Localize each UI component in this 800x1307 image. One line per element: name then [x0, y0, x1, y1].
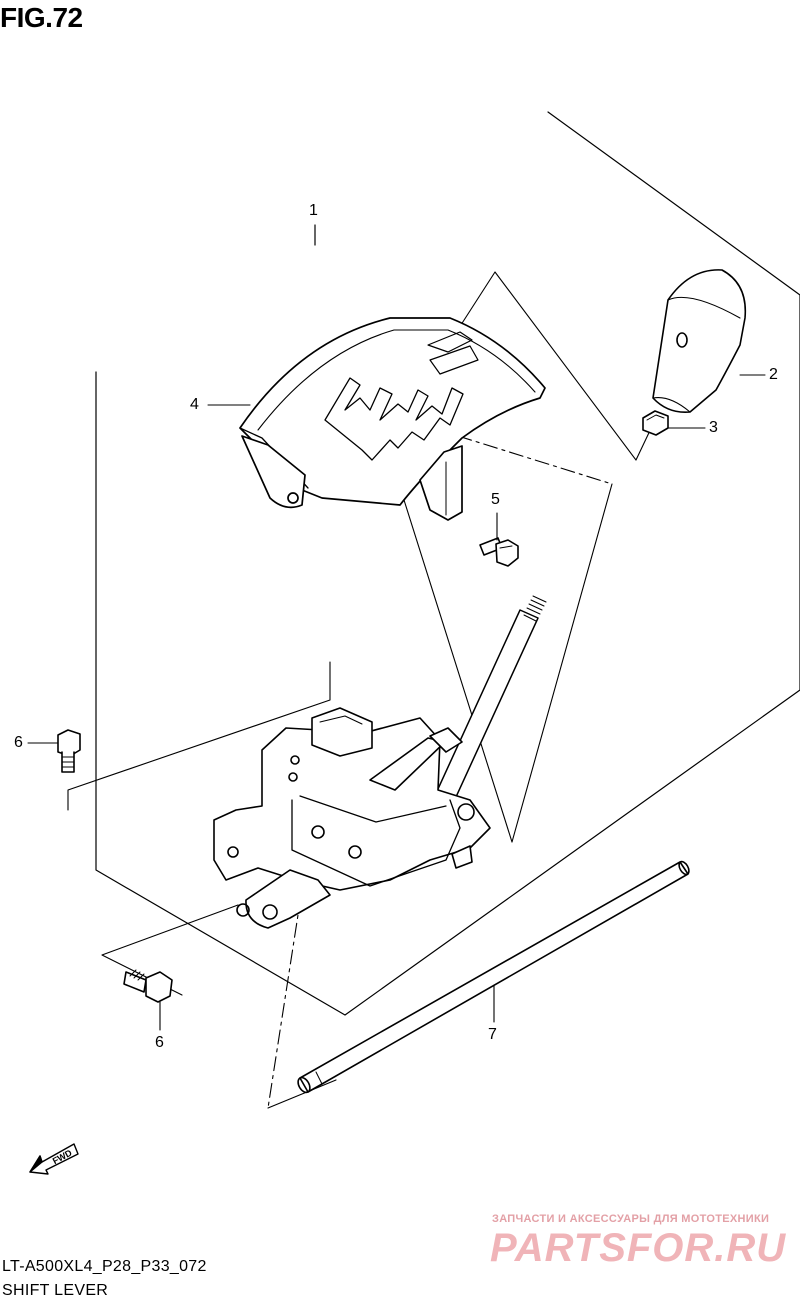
knob-part [652, 269, 747, 414]
leader-knob-to-cover [447, 271, 656, 461]
callout-3: 3 [709, 419, 718, 436]
assembly-outline [95, 111, 800, 1016]
watermark-brand: PARTSFOR.RU [490, 1226, 787, 1270]
bracket-part [213, 707, 491, 929]
callout-6-upper: 6 [14, 734, 23, 751]
bolt-6-upper-part [57, 729, 81, 773]
callout-1: 1 [309, 202, 318, 219]
leader-rod-main [511, 483, 613, 843]
leader-cover-rod [457, 435, 613, 485]
figure-title: FIG.72 [0, 2, 83, 33]
callout-5: 5 [491, 491, 500, 508]
bolt-5-part [479, 537, 519, 567]
callout-2: 2 [769, 366, 778, 383]
callout-4: 4 [190, 396, 199, 413]
callout-6-lower: 6 [155, 1034, 164, 1051]
callout-7: 7 [488, 1026, 497, 1043]
leader-cover-down [403, 499, 513, 843]
fwd-arrow-icon: FWD [28, 1138, 80, 1181]
watermark-caption: ЗАПЧАСТИ И АКСЕССУАРЫ ДЛЯ МОТОТЕХНИКИ [492, 1213, 770, 1225]
bolt-6-lower-part [123, 969, 173, 1003]
footer-code: LT-A500XL4_P28_P33_072 [2, 1258, 207, 1275]
shift-rod [431, 595, 547, 811]
nut-part [642, 410, 669, 436]
rod-7-part [297, 860, 690, 1094]
leader-rod-7 [267, 1079, 337, 1109]
cover-part [239, 317, 546, 521]
leader-bracket-left [67, 661, 331, 811]
footer-name: SHIFT LEVER [2, 1282, 109, 1299]
